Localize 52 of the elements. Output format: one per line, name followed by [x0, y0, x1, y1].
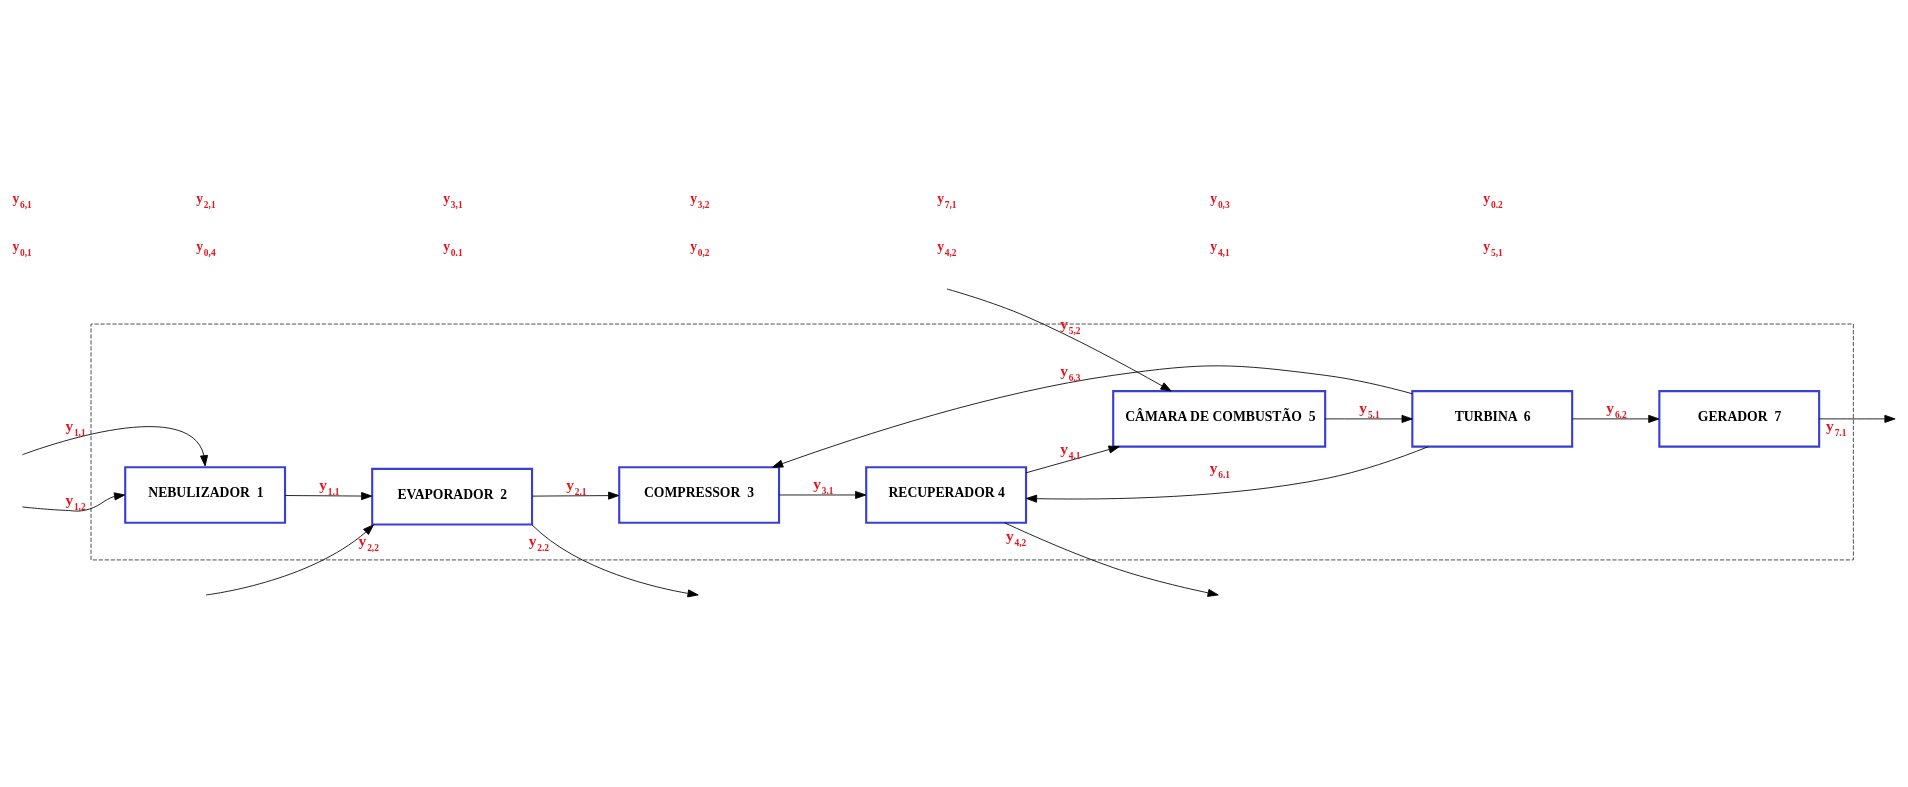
edge-label: y$_{2,2}$: [358, 531, 379, 553]
edge-label: y$_{6.2}$: [1606, 398, 1627, 420]
edge-label: y$_{1.1}$: [319, 475, 340, 497]
arrow: [531, 523, 699, 597]
edge-label: y$_{5,2}$: [1060, 314, 1081, 336]
label: y$_{3,1}$: [443, 190, 463, 210]
arrow: [21, 425, 208, 466]
label: y$_{0,3}$: [1210, 190, 1230, 210]
node-box: EVAPORADOR 2: [371, 467, 534, 526]
node-box: COMPRESSOR 3: [618, 465, 781, 524]
arrow: [1025, 445, 1120, 473]
arrow: [772, 364, 1413, 468]
arrow: [778, 490, 867, 499]
edge-label: y$_{5.1}$: [1359, 398, 1380, 420]
arrow: [946, 288, 1172, 391]
arrow: [1324, 414, 1413, 423]
arrow: [531, 491, 620, 500]
label: y$_{2,1}$: [196, 190, 216, 210]
edge-label: y$_{6.3}$: [1060, 361, 1081, 383]
label: y$_{6,1}$: [12, 190, 32, 210]
edge-label: y$_{1,2}$: [65, 490, 86, 512]
edge-label: y$_{6.1}$: [1209, 458, 1231, 480]
node-box: RECUPERADOR 4: [865, 465, 1028, 524]
label: y$_{7,1}$: [937, 190, 957, 210]
arrow: [21, 491, 126, 512]
edge-label: y$_{2.2}$: [528, 531, 549, 553]
node-box: TURBINA 6: [1411, 389, 1574, 448]
arrow: [1025, 445, 1429, 503]
node-box: NEBULIZADOR 1: [124, 465, 287, 524]
label: y$_{0,1}$: [12, 238, 32, 258]
label: y$_{0,4}$: [196, 238, 216, 258]
arrow: [205, 523, 374, 595]
arrow: [284, 491, 373, 500]
arrow: [1004, 521, 1219, 597]
label: y$_{0,2}$: [690, 238, 710, 258]
label: y$_{4,1}$: [1210, 238, 1230, 258]
edge-label: y$_{4.1}$: [1060, 439, 1081, 461]
edge-label: y$_{7.1}$: [1826, 416, 1847, 438]
label: y$_{0.1}$: [443, 238, 463, 258]
node-box: CÂMARA DE COMBUSTÃO 5: [1112, 389, 1327, 448]
label: y$_{5,1}$: [1483, 238, 1503, 258]
edge-label: y$_{2.1}$: [566, 475, 587, 497]
cluster: [90, 323, 1854, 560]
arrow: [1571, 414, 1660, 423]
node-box: GERADOR 7: [1658, 389, 1821, 448]
label: y$_{4,2}$: [937, 238, 957, 258]
edge-label: y$_{3.1}$: [813, 474, 834, 496]
label: y$_{3,2}$: [690, 190, 710, 210]
edge-label: y$_{4,2}$: [1006, 526, 1027, 548]
label: y$_{0.2}$: [1483, 190, 1503, 210]
arrow: [1818, 414, 1896, 423]
edge-label: y$_{1,1}$: [65, 416, 86, 438]
